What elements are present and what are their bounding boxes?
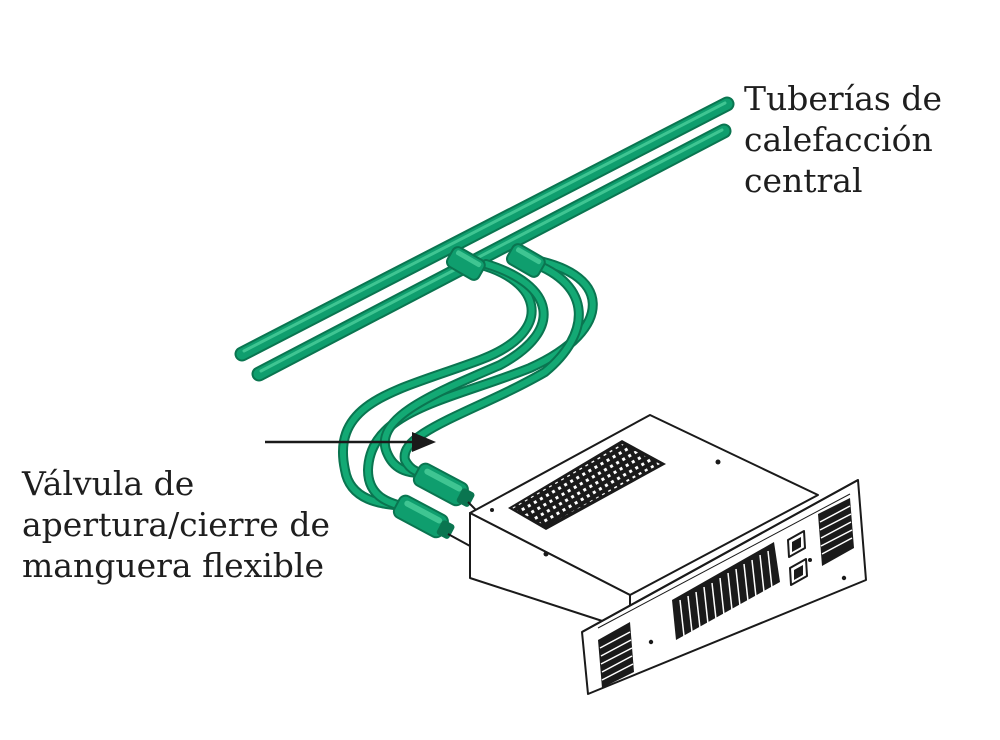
label-line: manguera flexible (22, 546, 324, 585)
central-heating-pipes (234, 96, 735, 382)
front-louvre-left (598, 622, 634, 688)
flexible-hoses (338, 253, 598, 515)
valve-pointer-arrow (265, 432, 436, 452)
flexible-hose-valves (392, 462, 477, 547)
front-louvre-right (818, 498, 854, 566)
label-line: Tuberías de (744, 79, 942, 118)
label-line: central (744, 161, 863, 200)
label-line: apertura/cierre de (22, 505, 330, 544)
pipe-connectors (445, 243, 546, 281)
top-grille-holes (512, 444, 660, 526)
central-heating-pipes-label: Tuberías de calefacción central (744, 78, 942, 201)
label-line: Válvula de (22, 464, 195, 503)
switch-icon (787, 530, 812, 586)
heater-unit (469, 414, 867, 695)
label-line: calefacción (744, 120, 933, 159)
flexible-hose-valve-label: Válvula de apertura/cierre de manguera f… (22, 463, 330, 586)
front-louvre-center (672, 542, 780, 640)
